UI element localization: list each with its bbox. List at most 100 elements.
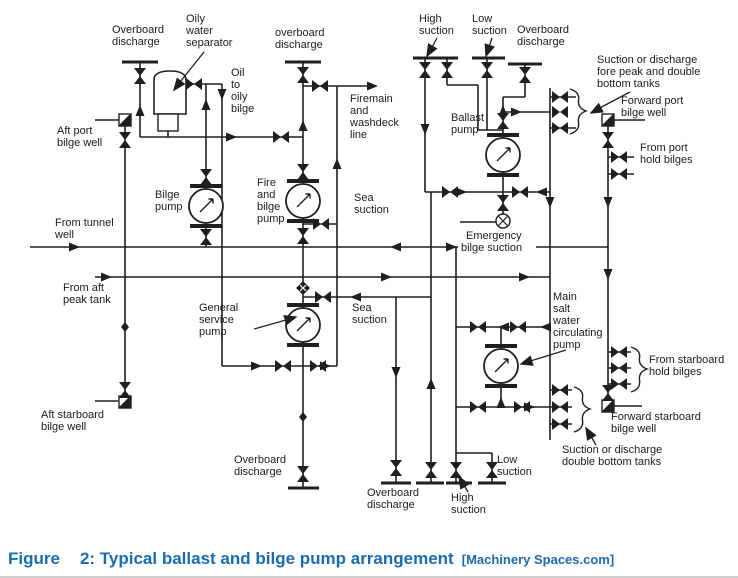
valve-icon [275,360,291,372]
svg-text:General: General [199,302,238,314]
valve-icon [611,151,627,163]
label-overboard-discharge-top-mid: overboard discharge [275,27,325,51]
label-firemain-washdeck: Firemain and washdeck line [349,93,399,141]
svg-text:suction: suction [451,504,486,516]
svg-text:washdeck: washdeck [349,117,399,129]
figure-caption-source: [Machinery Spaces.com] [461,552,615,567]
flow-arrow-icon [536,187,547,197]
svg-text:suction: suction [472,25,507,37]
flow-arrow-icon [545,197,555,208]
label-from-aft-peak-tank: From aft peak tank [63,282,111,306]
bilge-well-icon [601,113,615,127]
valve-icon [552,91,568,103]
svg-text:Low: Low [497,454,517,466]
flow-arrow-icon [498,105,508,116]
valve-icon [425,462,437,478]
svg-text:bilge: bilge [231,103,254,115]
svg-text:suction: suction [497,466,532,478]
valve-icon [119,132,131,148]
label-oily-water-separator: Oily water separator [185,13,233,49]
valve-icon [200,229,212,245]
flow-arrow-icon [496,397,506,408]
label-low-suction-top: Low suction [472,13,507,37]
svg-text:suction: suction [354,204,389,216]
bilge-pump-symbol [188,183,224,229]
valve-icon [297,466,309,482]
valve-icon [419,62,431,78]
svg-text:bilge suction: bilge suction [461,242,522,254]
strainer-icon [495,213,511,229]
valve-icon [519,67,531,83]
valve-icon [611,168,627,180]
svg-text:bilge well: bilge well [41,421,86,433]
flow-arrow-icon [511,107,522,117]
label-bilge-pump: Bilge pump [155,189,183,213]
svg-text:and: and [257,189,275,201]
svg-text:discharge: discharge [367,499,415,511]
svg-text:Suction or discharge: Suction or discharge [562,444,662,456]
valve-icon [312,80,328,92]
svg-text:double bottom tanks: double bottom tanks [562,456,662,468]
piping-diagram: Overboard discharge Oily water separator… [30,13,724,516]
svg-text:Aft port: Aft port [57,125,92,137]
valve-icon [552,122,568,134]
svg-text:discharge: discharge [112,36,160,48]
svg-text:Emergency: Emergency [466,230,522,242]
valve-icon [470,321,486,333]
label-forward-port-bilge-well: Forward port bilge well [621,95,683,119]
svg-text:water: water [185,25,213,37]
flow-arrow-icon [298,120,308,131]
label-aft-starboard-bilge-well: Aft starboard bilge well [41,409,104,433]
flow-arrow-icon [332,158,342,169]
svg-text:pump: pump [155,201,183,213]
valve-icon [552,418,568,430]
flow-arrow-icon [217,89,227,100]
flow-arrow-icon [456,187,467,197]
svg-text:Sea: Sea [352,302,372,314]
valve-icon [552,401,568,413]
flow-arrow-icon [350,292,361,302]
valve-icon [442,186,458,198]
svg-text:pump: pump [199,326,227,338]
general-service-pump-symbol [285,302,321,348]
svg-text:Suction or discharge: Suction or discharge [597,54,697,66]
svg-text:pump: pump [257,213,285,225]
figure-caption-title: 2: Typical ballast and bilge pump arrang… [79,549,454,568]
svg-text:Ballast: Ballast [451,112,484,124]
svg-text:suction: suction [419,25,454,37]
valve-icon [315,291,331,303]
flow-arrow-icon [540,322,551,332]
label-from-starboard-hold-bilges: From starboard hold bilges [649,354,724,378]
label-main-sw-circ-pump: Main salt water circulating pump [552,291,603,351]
flow-arrow-icon [420,124,430,135]
label-general-service-pump: General service pump [199,302,238,338]
label-forward-starboard-bilge-well: Forward starboard bilge well [611,411,701,435]
valve-icon [510,321,526,333]
svg-text:Aft starboard: Aft starboard [41,409,104,421]
label-high-suction-bottom: High suction [451,492,486,516]
flow-arrow-icon [390,242,401,252]
valve-icon [390,460,402,476]
flow-arrow-icon [391,367,401,378]
flow-arrow-icon [519,272,530,282]
valve-icon [186,78,202,90]
label-overboard-discharge-s: Overboard discharge [367,487,419,511]
flow-arrow-icon [101,272,112,282]
valve-icon [611,378,627,390]
svg-text:High: High [419,13,442,25]
label-high-suction-top: High suction [419,13,454,37]
svg-text:bilge well: bilge well [621,107,666,119]
svg-text:discharge: discharge [275,39,323,51]
svg-text:overboard: overboard [275,27,325,39]
svg-text:bilge well: bilge well [611,423,656,435]
valve-icon [134,68,146,84]
svg-text:Low: Low [472,13,492,25]
valve-icon [552,106,568,118]
valve-icon [297,164,309,180]
svg-text:Sea: Sea [354,192,374,204]
label-oil-to-oily-bilge: Oil to oily bilge [231,67,254,115]
label-sea-suction-lower: Sea suction [352,302,387,326]
ballast-pump-symbol [485,132,521,178]
brace-double-bottom [573,386,593,433]
